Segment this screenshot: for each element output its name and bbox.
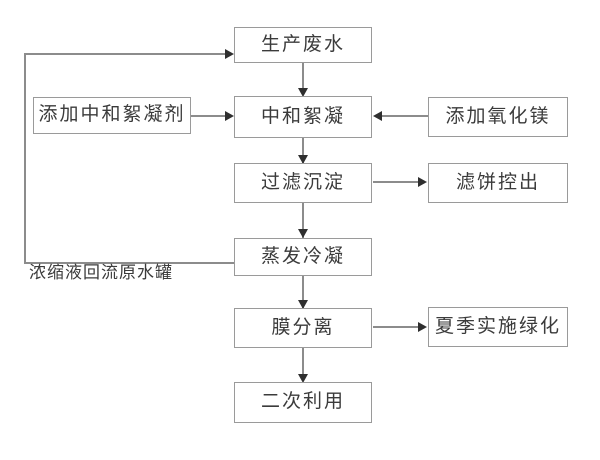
node-greening-label: 夏季实施绿化 [434,314,561,337]
edge-evaporate-to-wastewater-bottom [24,262,236,264]
edge-evaporate-to-wastewater-riser [24,53,26,264]
node-add-mgo[interactable]: 添加氧化镁 [428,97,568,137]
edge-membrane-to-greening [373,326,421,328]
node-filter-settle-label: 过滤沉淀 [260,170,345,193]
node-wastewater-label: 生产废水 [260,32,345,55]
arrowhead-into-reuse [298,374,308,383]
arrowhead-into-wastewater [225,49,234,59]
node-membrane-label: 膜分离 [271,315,335,338]
edge-add-flocculant-to-neutralize [190,115,232,117]
arrowhead-into-filter-cake [418,177,427,187]
node-filter-settle[interactable]: 过滤沉淀 [234,163,372,203]
node-evaporate-label: 蒸发冷凝 [260,244,345,267]
edge-wastewater-to-neutralize [302,63,304,94]
node-reuse[interactable]: 二次利用 [234,382,372,423]
edge-add-mgo-to-neutralize [380,115,429,117]
edge-membrane-to-reuse [302,348,304,380]
arrowhead-into-evaporate [298,229,308,238]
node-evaporate[interactable]: 蒸发冷凝 [234,238,372,276]
node-reuse-label: 二次利用 [260,390,345,412]
arrowhead-flocculant-into-neutralize [225,111,234,121]
arrowhead-into-filter-settle [298,155,308,164]
label-recycle-note: 浓缩液回流原水罐 [29,263,173,283]
edge-filter-settle-to-filter-cake [373,181,421,183]
arrowhead-into-neutralize [298,88,308,97]
arrowhead-mgo-into-neutralize [373,111,382,121]
edge-neutralize-to-filter-settle [302,138,304,169]
node-add-flocculant-label: 添加中和絮凝剂 [38,103,186,125]
node-wastewater[interactable]: 生产废水 [234,27,372,63]
node-filter-cake[interactable]: 滤饼控出 [428,163,568,203]
arrowhead-into-greening [418,322,427,332]
node-greening[interactable]: 夏季实施绿化 [428,307,568,347]
node-neutralize-label: 中和絮凝 [260,104,345,127]
node-add-flocculant[interactable]: 添加中和絮凝剂 [33,97,191,134]
edge-filter-settle-to-evaporate [302,203,304,239]
edge-evaporate-to-membrane [302,275,304,309]
node-membrane[interactable]: 膜分离 [234,308,372,348]
node-neutralize[interactable]: 中和絮凝 [234,96,372,138]
arrowhead-into-membrane [298,300,308,309]
edge-evaporate-to-wastewater-top [24,53,227,55]
node-add-mgo-label: 添加氧化镁 [445,104,551,127]
node-filter-cake-label: 滤饼控出 [455,170,540,193]
